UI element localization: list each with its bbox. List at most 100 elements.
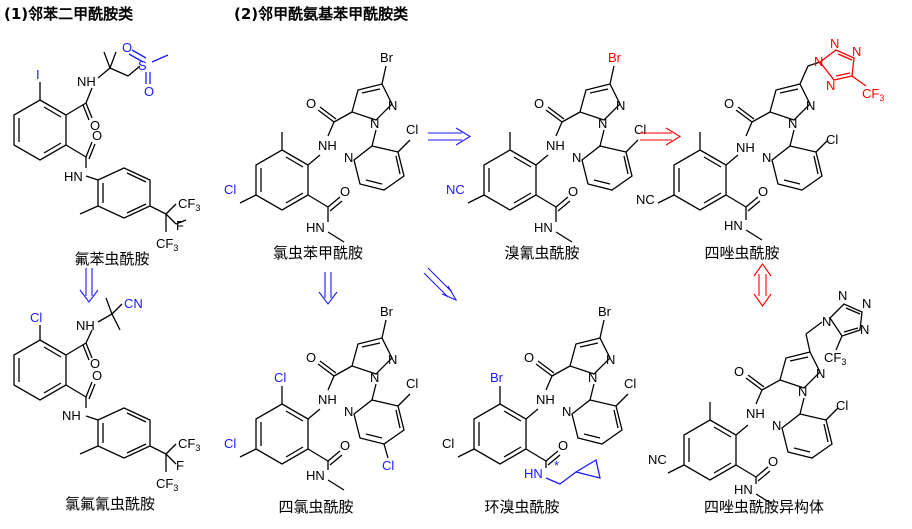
atom-chlorine: Cl — [836, 398, 848, 413]
atom-cf3: CF3 — [824, 350, 846, 367]
structure-tetrachlorantraniliprole: Cl Cl NH O Br N N N Cl Cl O HN — [224, 304, 418, 491]
atom-chlorine: Cl — [634, 122, 646, 137]
atom-nitrogen: N — [852, 44, 861, 59]
arrow-right-blue — [428, 127, 472, 146]
atom-oxygen: O — [524, 350, 534, 365]
structure-chlorofluorocyano: Cl O NH CN O NH CF3 F CF3 — [13, 296, 200, 493]
atom-nh: NH — [77, 74, 96, 89]
atom-nitrogen: N — [806, 98, 815, 113]
atom-nitrogen: N — [838, 288, 847, 303]
atom-nitrogen: N — [798, 384, 807, 399]
atom-nitrogen: N — [344, 150, 353, 165]
atom-bromine: Br — [380, 50, 394, 65]
atom-nitrogen: N — [572, 150, 581, 165]
atom-chlorine: Cl — [224, 436, 236, 451]
atom-chlorine: Cl — [30, 310, 42, 325]
atom-nh: NH — [536, 392, 555, 407]
atom-nitrogen: N — [344, 404, 353, 419]
atom-bromine: Br — [608, 50, 622, 65]
atom-nitrogen: N — [860, 322, 869, 337]
atom-nitrogen: N — [606, 352, 615, 367]
atom-nitrogen: N — [616, 98, 625, 113]
atom-chlorine: Cl — [442, 436, 454, 451]
atom-chlorine: Cl — [624, 376, 636, 391]
caption-tetrachlorantraniliprole: 四氯虫酰胺 — [278, 498, 354, 516]
atom-nh: NH — [546, 138, 565, 153]
section-title-phthalamides: (1)邻苯二甲酰胺类 — [4, 5, 134, 23]
atom-oxygen: O — [306, 96, 316, 111]
atom-nitrile: NC — [636, 192, 655, 207]
atom-chlorine: Cl — [406, 376, 418, 391]
structure-tetraniliprole-isomer: NC NH O N N N N N N CF3 N Cl O HN — [648, 288, 871, 505]
atom-cf3: CF3 — [178, 196, 200, 213]
caption-flubendiamide: 氟苯虫酰胺 — [74, 250, 150, 268]
arrow-right-red — [640, 127, 682, 146]
atom-oxygen: O — [306, 350, 316, 365]
atom-iodine: I — [36, 67, 40, 82]
atom-cf3: CF3 — [862, 86, 884, 103]
atom-chlorine: Cl — [224, 182, 236, 197]
atom-nitrogen: N — [816, 366, 825, 381]
atom-nh: NH — [318, 138, 337, 153]
atom-cyano: CN — [124, 296, 143, 311]
arrow-down-2 — [318, 272, 338, 305]
atom-nitrogen: N — [772, 418, 781, 433]
atom-nh: NH — [318, 392, 337, 407]
atom-nitrogen: N — [762, 150, 771, 165]
atom-oxygen: O — [90, 118, 100, 133]
atom-nh: NH — [736, 140, 755, 155]
atom-nitrogen: N — [862, 296, 871, 311]
atom-hn: HN — [724, 218, 743, 233]
atom-nh: NH — [62, 408, 81, 423]
atom-nitrogen: N — [388, 98, 397, 113]
atom-nitrogen: N — [826, 78, 835, 93]
atom-nitrogen: N — [370, 116, 379, 131]
caption-tetraniliprole-isomer: 四唑虫酰胺异构体 — [703, 498, 825, 516]
atom-oxygen: O — [340, 438, 350, 453]
caption-cyantraniliprole: 溴氰虫酰胺 — [504, 244, 580, 262]
arrow-bidirectional-red — [753, 263, 772, 307]
structure-tetraniliprole: NC NH O N N N N N N CF3 N Cl — [636, 36, 884, 241]
atom-oxygen: O — [758, 184, 768, 199]
atom-nh: NH — [746, 406, 765, 421]
atom-nitrogen: N — [598, 116, 607, 131]
atom-cf3: CF3 — [178, 436, 200, 453]
atom-oxygen: O — [734, 364, 744, 379]
structure-chlorantraniliprole: Cl NH O Br N N N Cl O HN — [224, 50, 418, 243]
structure-cyclaniliprole: Br Cl NH O Br N N N Cl O HN * — [442, 304, 636, 485]
atom-oxygen: O — [558, 438, 568, 453]
atom-nitrogen: N — [830, 36, 839, 51]
atom-oxygen: O — [724, 96, 734, 111]
atom-oxygen: O — [568, 184, 578, 199]
atom-cf3: CF3 — [156, 236, 178, 253]
atom-oxygen: O — [534, 96, 544, 111]
atom-nitrile: NC — [648, 452, 667, 467]
atom-sulfur: S — [138, 58, 147, 73]
atom-oxygen: O — [92, 368, 102, 383]
atom-hn: HN — [524, 466, 543, 481]
atom-chlorine: Cl — [274, 370, 286, 385]
caption-chlorantraniliprole: 氯虫苯甲酰胺 — [272, 244, 364, 262]
atom-hn: HN — [306, 468, 325, 483]
atom-nitrogen: N — [814, 54, 823, 69]
atom-bromine: Br — [598, 304, 612, 319]
atom-nitrogen: N — [822, 314, 831, 329]
atom-hn: HN — [64, 169, 83, 184]
atom-fluorine: F — [176, 458, 184, 473]
atom-bromine: Br — [380, 304, 394, 319]
caption-cyclaniliprole: 环溴虫酰胺 — [484, 498, 560, 516]
atom-nitrogen: N — [562, 404, 571, 419]
atom-nitrogen: N — [588, 370, 597, 385]
atom-hn: HN — [534, 220, 553, 235]
atom-cf3: CF3 — [156, 476, 178, 493]
caption-chlorofluorocyano: 氯氟氰虫酰胺 — [64, 495, 156, 513]
atom-nitrile: NC — [446, 182, 465, 197]
atom-chlorine: Cl — [826, 132, 838, 147]
structure-flubendiamide: I O NH S O O O HN — [13, 40, 200, 253]
atom-nitrogen: N — [370, 370, 379, 385]
atom-hn: HN — [306, 220, 325, 235]
stereocenter-star: * — [554, 458, 559, 473]
atom-nitrogen: N — [788, 116, 797, 131]
atom-oxygen: O — [122, 40, 132, 55]
